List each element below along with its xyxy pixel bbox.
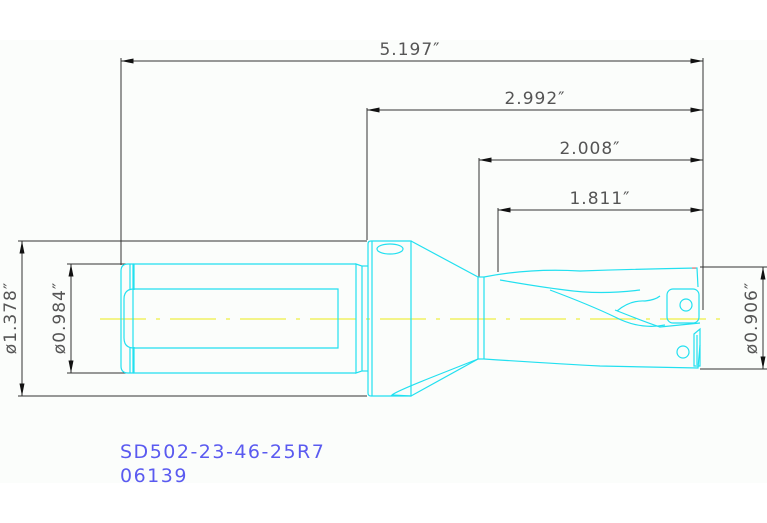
flange [367, 240, 479, 397]
shank [120, 263, 368, 374]
extension-lines [18, 58, 767, 397]
drill-diameter-label: ø0.906″ [742, 282, 762, 354]
insert-screw-top [679, 298, 693, 312]
horizontal-dimensions [121, 58, 703, 213]
cutting-insert [666, 288, 700, 324]
coolant-hole [376, 243, 404, 255]
drill-body [483, 267, 701, 369]
flange-diameter-label: ø1.378″ [1, 282, 21, 354]
tool-model-label: SD502-23-46-25R7 [120, 441, 325, 463]
overall-length-label: 5.197″ [379, 40, 440, 60]
drill-depth-label: 1.811″ [569, 189, 630, 209]
flute-length-label: 2.008″ [559, 139, 620, 159]
body-length-label: 2.992″ [504, 89, 565, 109]
insert-screw-bottom [676, 345, 690, 359]
part-number-label: 06139 [120, 465, 188, 487]
drill-tool-outline [120, 240, 701, 397]
drawing-canvas [0, 40, 767, 483]
neck [478, 276, 485, 360]
vertical-dimensions [19, 241, 766, 396]
shank-diameter-label: ø0.984″ [50, 282, 70, 354]
